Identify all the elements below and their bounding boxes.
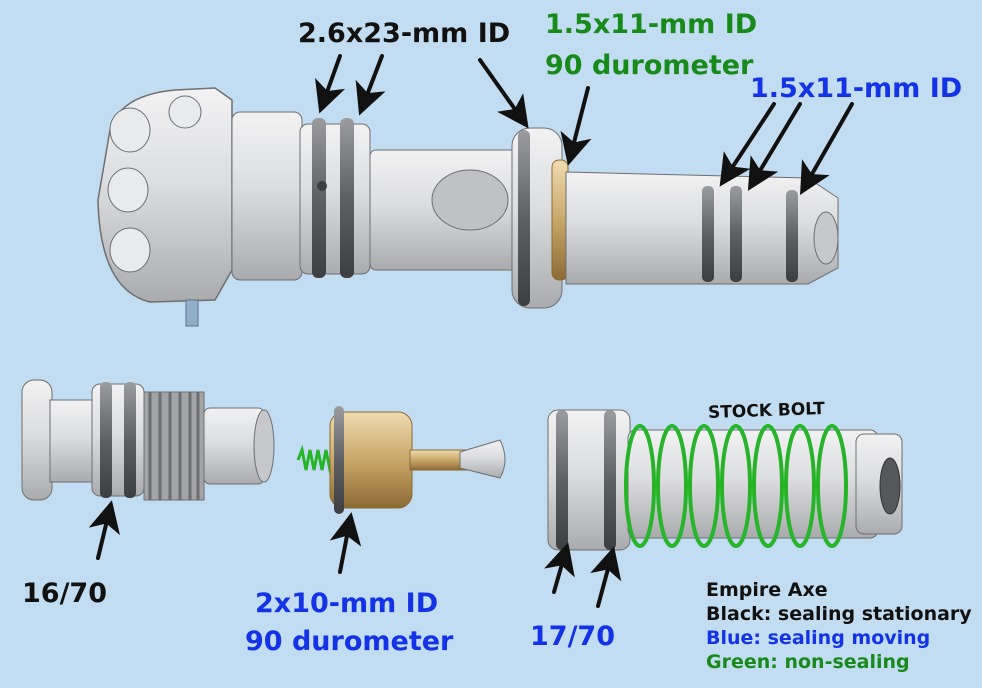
stock-bolt-part	[547, 409, 903, 551]
legend: Empire Axe Black: sealing stationary Blu…	[706, 578, 972, 674]
oring-top-1	[312, 118, 326, 278]
body-window	[431, 169, 509, 231]
label-16-70: 16/70	[22, 578, 108, 609]
head-port-1	[109, 107, 151, 153]
head-port-3	[109, 227, 151, 273]
label-1.5x11-blue: 1.5x11-mm ID	[750, 73, 963, 104]
arrow-blue-top-b	[747, 102, 802, 191]
legend-title: Empire Axe	[706, 579, 828, 601]
label-stock-bolt: STOCK BOLT	[707, 398, 826, 424]
bl-threads	[143, 391, 205, 501]
legend-black: Black: sealing stationary	[706, 603, 972, 625]
oring-top-5	[730, 186, 742, 282]
arrow-green-top-a	[478, 58, 529, 129]
sb-bore	[879, 457, 901, 515]
small-spring	[296, 444, 336, 476]
head-port-4	[168, 95, 202, 129]
valve-body-1	[231, 111, 303, 281]
head-pin	[185, 299, 199, 327]
bottom-left-part	[21, 379, 275, 501]
oring-top-4	[702, 186, 714, 282]
arrow-2.6x23-b	[355, 54, 386, 116]
head-port-2	[107, 167, 149, 213]
arrow-blue-top-c	[800, 102, 854, 195]
label-17-70: 17/70	[530, 621, 616, 652]
bl-collar	[91, 383, 145, 497]
bottom-middle-poppet	[296, 406, 506, 514]
poppet-head	[459, 439, 506, 479]
body-hole	[317, 181, 327, 191]
arrow-2.6x23-a	[315, 54, 346, 114]
label-1.5x11-green: 1.5x11-mm ID	[545, 9, 758, 40]
oring-top-3	[518, 130, 530, 306]
stock-spring	[624, 424, 848, 548]
arrow-blue-top-a	[719, 102, 776, 187]
label-2.6x23-id: 2.6x23-mm ID	[298, 18, 511, 49]
bl-tail-end	[253, 409, 275, 483]
arrow-2x10	[329, 512, 362, 574]
oring-16-70-b	[124, 382, 136, 498]
oring-17-70-b	[604, 410, 616, 550]
bl-shaft	[49, 399, 97, 483]
top-valve-assembly	[97, 87, 839, 327]
arrow-17-70-b	[590, 546, 622, 608]
oring-17-70-a	[556, 410, 568, 550]
label-2x10-id: 2x10-mm ID	[255, 588, 439, 619]
oring-top-2	[340, 118, 354, 278]
label-90-durometer-top: 90 durometer	[545, 50, 754, 81]
bl-flange	[21, 379, 53, 501]
oring-2x10	[334, 406, 344, 514]
callout-arrows	[88, 54, 854, 608]
thread-lines	[148, 392, 200, 500]
oring-top-6	[786, 190, 798, 282]
arrow-16-70	[88, 500, 120, 560]
arrow-green-top-b	[560, 86, 592, 166]
arrow-17-70-a	[544, 542, 575, 594]
valve-body-2	[299, 123, 371, 275]
label-90-durometer-mid: 90 durometer	[245, 626, 454, 657]
oring-16-70-a	[100, 382, 112, 498]
stem-end	[813, 211, 839, 265]
legend-green: Green: non-sealing	[706, 651, 910, 673]
legend-blue: Blue: sealing moving	[706, 627, 931, 649]
